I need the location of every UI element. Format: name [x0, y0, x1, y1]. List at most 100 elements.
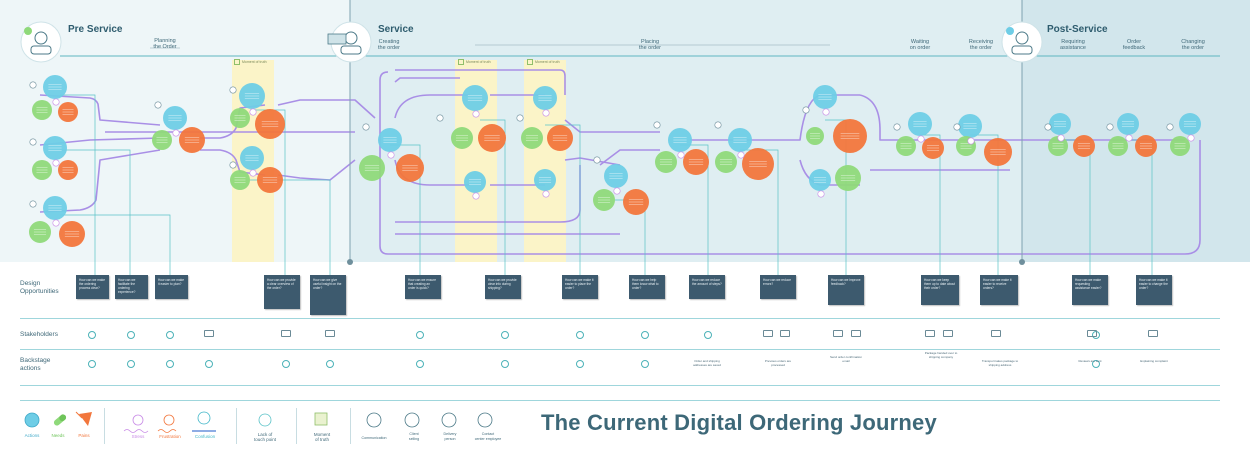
- backstage-circle: [127, 360, 135, 368]
- stakeholder-device-icon: [943, 330, 953, 337]
- legend-separator: [104, 408, 105, 444]
- node-text-lines: [659, 159, 673, 165]
- stage-changing: Changing the order: [1181, 39, 1205, 51]
- emotion-face-icon: [677, 151, 685, 159]
- node-text-lines: [1121, 121, 1135, 127]
- node-text-lines: [840, 175, 856, 181]
- backstage-circle: [205, 360, 213, 368]
- legend-stress-icon: [123, 414, 149, 433]
- node-text-lines: [48, 84, 62, 90]
- backstage-circle: [641, 360, 649, 368]
- stakeholder-circle: [501, 331, 509, 339]
- node-text-lines: [628, 199, 644, 205]
- backstage-circle: [1092, 360, 1100, 368]
- node-text-lines: [990, 149, 1006, 155]
- design-note: How can we keep them up to date about th…: [921, 275, 959, 305]
- legend-separator: [236, 408, 237, 444]
- flow-line: [859, 94, 1185, 141]
- stakeholder-circle: [166, 331, 174, 339]
- step-marker: [593, 156, 601, 164]
- moment-of-truth-label-2: Moment of truth: [458, 59, 491, 65]
- node-text-lines: [48, 205, 62, 211]
- node-text-lines: [33, 229, 47, 235]
- node-text-lines: [467, 95, 483, 101]
- flow-line: [564, 157, 621, 166]
- emotion-face-icon: [817, 190, 825, 198]
- legend-stakeholder-icons: [366, 412, 493, 428]
- stage-feedback: Order feedback: [1122, 39, 1146, 51]
- node-text-lines: [1077, 143, 1091, 149]
- emotion-face-icon: [1125, 134, 1133, 142]
- persona-track: [60, 149, 131, 275]
- backstage-text: Reviews are sent: [1078, 359, 1102, 363]
- node-text-lines: [484, 135, 500, 141]
- design-note: How can we ensure that creating an order…: [405, 275, 441, 299]
- design-note: How can we help them know what to order?: [629, 275, 665, 299]
- design-note: How can we make it easier to change the …: [1136, 275, 1172, 305]
- emotion-face-icon: [1187, 134, 1195, 142]
- design-note: How can we facilitate the ordering exper…: [115, 275, 148, 299]
- moment-of-truth-label-3: Moment of truth: [527, 59, 560, 65]
- backstage-circle: [326, 360, 334, 368]
- persona-track: [250, 179, 331, 275]
- stakeholder-circle: [641, 331, 649, 339]
- step-marker: [229, 161, 237, 169]
- emotion-face-icon: [1057, 134, 1065, 142]
- design-note: How can we make requesting assistance ea…: [1072, 275, 1108, 305]
- flow-line: [39, 149, 161, 213]
- flow-line: [379, 71, 1201, 255]
- stakeholder-device-icon: [851, 330, 861, 337]
- moment-of-truth-label-1: Moment of truth: [234, 59, 267, 65]
- node-text-lines: [261, 121, 279, 127]
- emotion-face-icon: [387, 151, 395, 159]
- node-text-lines: [552, 135, 568, 141]
- design-note: How can we make the ordering process cle…: [76, 275, 109, 299]
- node-text-lines: [455, 135, 469, 141]
- legend-needs-label: Needs: [51, 433, 65, 438]
- legend-frustration-icon: [157, 414, 177, 433]
- legend-moment-truth-label: Moment of truth: [313, 432, 331, 442]
- stakeholder-circle: [88, 331, 96, 339]
- backstage-circle: [282, 360, 290, 368]
- step-marker: [154, 101, 162, 109]
- stakeholder-device-icon: [763, 330, 773, 337]
- legend-graphics: [24, 411, 493, 433]
- row-label-backstage: Backstage actions: [20, 357, 51, 372]
- step-marker: [1044, 123, 1052, 131]
- node-text-lines: [64, 231, 80, 237]
- persona-body-icon: [340, 45, 362, 55]
- step-marker: [653, 121, 661, 129]
- node-text-lines: [184, 137, 200, 143]
- legend-pains-label: Pains: [78, 433, 90, 438]
- stakeholder-device-icon: [1087, 330, 1097, 337]
- emotion-face-icon: [52, 98, 60, 106]
- emotion-face-icon: [542, 190, 550, 198]
- node-text-lines: [234, 115, 246, 121]
- persona-track: [480, 119, 506, 275]
- legend-separator: [350, 408, 351, 444]
- row-line-backstage: [20, 385, 1220, 386]
- truck-icon: [327, 33, 347, 45]
- node-text-lines: [245, 155, 259, 161]
- emotion-face-icon: [52, 159, 60, 167]
- node-text-lines: [810, 133, 820, 139]
- node-text-lines: [900, 143, 912, 149]
- stakeholder-circle: [576, 331, 584, 339]
- node-text-lines: [840, 133, 860, 139]
- node-text-lines: [913, 121, 927, 127]
- node-text-lines: [1139, 143, 1153, 149]
- step-marker: [29, 138, 37, 146]
- journey-flow-lines: [39, 69, 1201, 255]
- stakeholder-circle: [704, 331, 712, 339]
- node-text-lines: [1052, 143, 1064, 149]
- legend-actions-label: Actions: [24, 433, 40, 438]
- stage-waiting: Waiting on order: [909, 39, 931, 51]
- legend-lack-touch-icon: [258, 413, 272, 427]
- design-note: How can we give useful insight on the or…: [310, 275, 346, 315]
- backstage-circle: [416, 360, 424, 368]
- flow-line: [599, 149, 660, 166]
- phase-title-service: Service: [378, 24, 414, 35]
- legend-top-line: [20, 400, 1220, 401]
- emotion-face-icon: [917, 135, 925, 143]
